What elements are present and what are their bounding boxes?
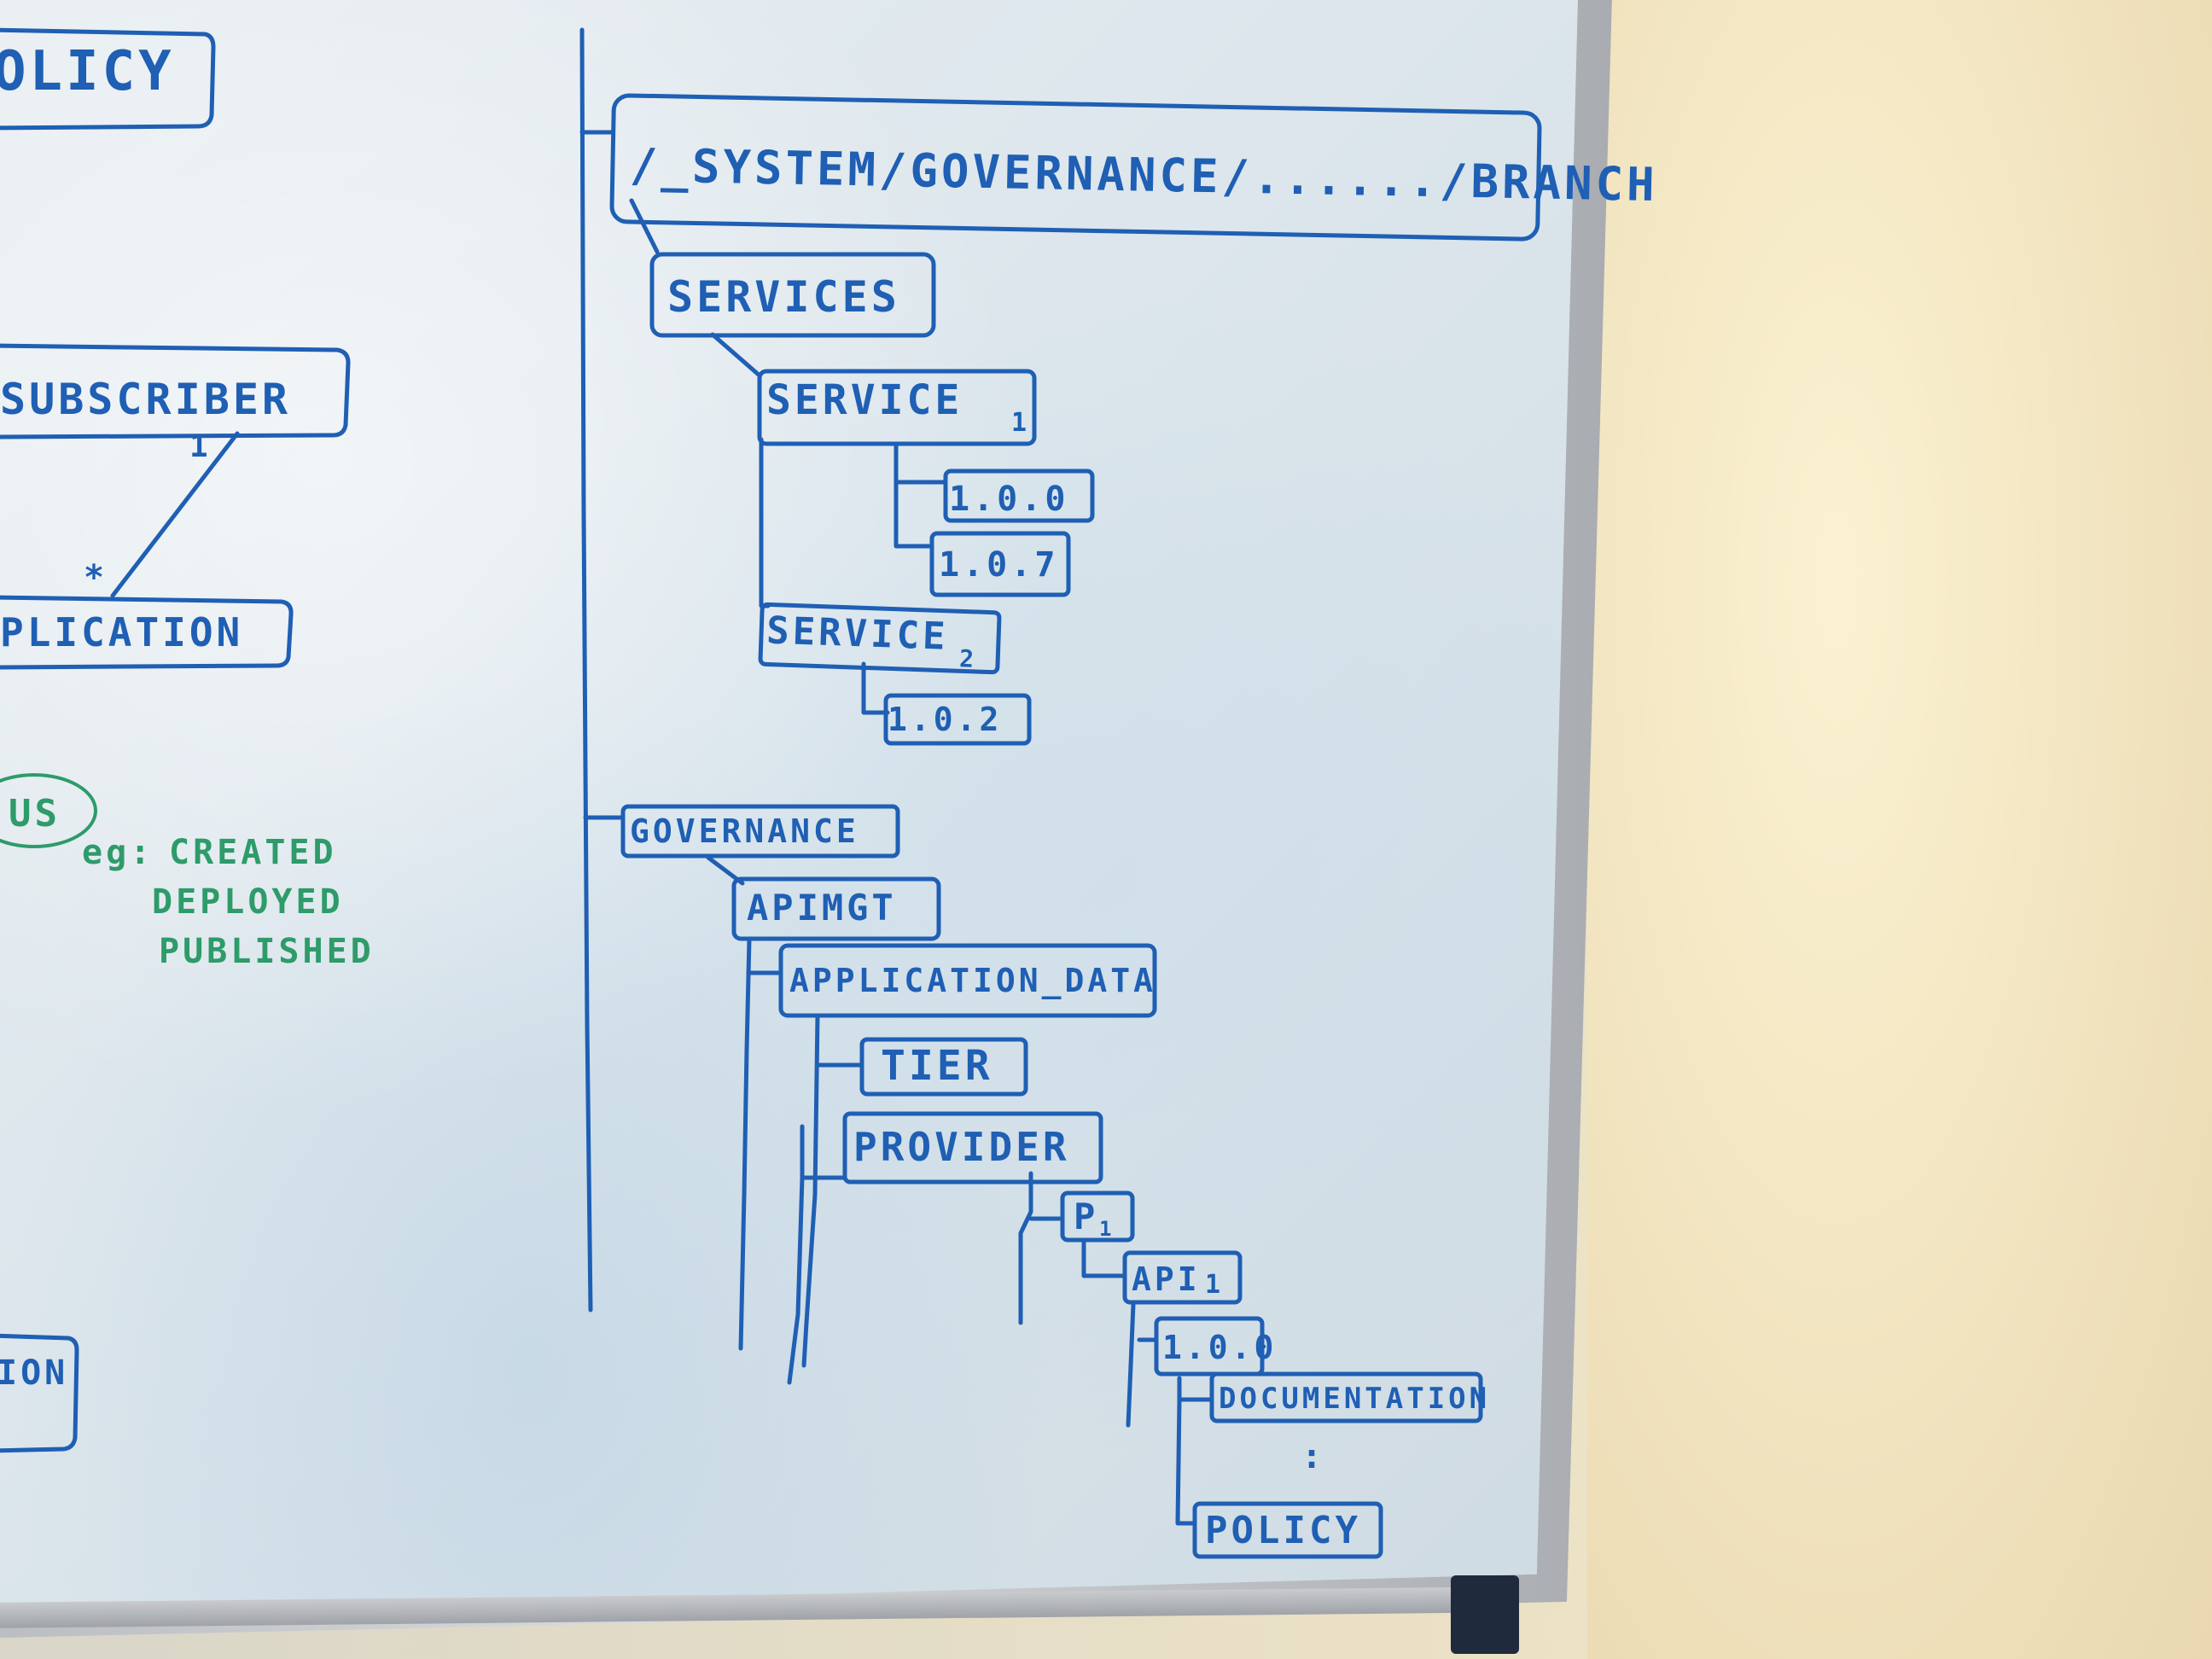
apimgt-label: APIMGT: [747, 887, 897, 928]
application-box: [0, 595, 294, 670]
service2-box: [758, 602, 1002, 675]
bottom-partial-label: ION: [0, 1353, 68, 1393]
service2-v102-box: [883, 693, 1032, 746]
api1-subscript: 1: [1205, 1270, 1224, 1300]
subscriber-label: SUBSCRIBER: [0, 375, 291, 424]
lifecycle-ellipse: [0, 773, 97, 848]
api1-trunk: [1126, 1301, 1136, 1428]
api1-box: [1122, 1250, 1243, 1305]
state-deployed: DEPLOYED: [152, 882, 344, 922]
service1-v107-label: 1.0.7: [939, 545, 1058, 585]
subscriber-box: [0, 343, 351, 439]
left-diagram: OLICY SUBSCRIBER 1 * PLICATION US eg: CR…: [0, 27, 375, 1453]
association-line: [110, 431, 240, 598]
version-to-documentation: [1177, 1376, 1214, 1402]
service1-v100-connector: [894, 441, 946, 485]
root-to-services: [629, 198, 660, 254]
policy-partial-label: OLICY: [0, 40, 175, 103]
api-version-label: 1.0.0: [1162, 1329, 1277, 1366]
policy-box: [1192, 1501, 1383, 1559]
application-data-label: APPLICATION_DATA: [789, 962, 1156, 999]
lifecycle-partial-label: US: [9, 792, 61, 835]
example-prefix: eg:: [82, 833, 154, 872]
root-path-box: [609, 93, 1542, 242]
documentation-label: DOCUMENTATION: [1219, 1382, 1490, 1416]
root-path-label: /_SYSTEM/GOVERNANCE/....../BRANCH: [629, 138, 1658, 212]
service1-subscript: 1: [1011, 408, 1030, 438]
provider-label: PROVIDER: [853, 1124, 1070, 1170]
services-box: [649, 252, 936, 338]
service1-v107-connector: [894, 480, 934, 549]
api1-label: API: [1132, 1260, 1201, 1298]
frame-corner-cap: [1451, 1575, 1519, 1654]
governance-label: GOVERNANCE: [630, 812, 859, 850]
application-data-box: [778, 943, 1157, 1018]
p1-box: [1060, 1190, 1135, 1243]
state-published: PUBLISHED: [159, 932, 375, 971]
service1-v100-label: 1.0.0: [949, 480, 1068, 519]
multiplicity-one: 1: [189, 429, 212, 464]
services-label: SERVICES: [667, 272, 900, 322]
service1-v100-box: [943, 469, 1095, 523]
ellipsis-label: :: [1301, 1437, 1325, 1476]
documentation-box: [1209, 1371, 1483, 1423]
services-to-service1: [710, 332, 762, 378]
version-to-policy: [1175, 1397, 1197, 1526]
apimgt-box: [731, 876, 941, 941]
p1-label: P: [1074, 1196, 1098, 1237]
application-partial-label: PLICATION: [0, 609, 243, 655]
multiplicity-many: *: [84, 558, 108, 597]
provider-box: [842, 1111, 1103, 1185]
registry-tree: /_SYSTEM/GOVERNANCE/....../BRANCH SERVIC…: [579, 93, 1658, 1559]
governance-box: [620, 804, 900, 859]
service1-label: SERVICE: [766, 376, 963, 424]
p1-subscript: 1: [1099, 1217, 1115, 1241]
provider-trunk: [1018, 1171, 1033, 1325]
apimgt-trunk: [738, 936, 752, 1351]
service2-v102-connector: [861, 661, 890, 715]
appdata-to-provider: [787, 1124, 847, 1385]
service2-subscript: 2: [959, 644, 978, 673]
divider-line: [579, 27, 593, 1313]
bottom-box-left: [0, 1333, 79, 1453]
appdata-trunk: [801, 1013, 820, 1368]
policy-box-left: [0, 27, 216, 131]
policy-label: POLICY: [1205, 1509, 1361, 1552]
api-version-box: [1154, 1316, 1265, 1377]
tier-label: TIER: [881, 1042, 993, 1090]
tier-box: [859, 1037, 1028, 1097]
p1-to-api1: [1081, 1239, 1127, 1278]
service-branch: [759, 437, 771, 608]
service1-box: [757, 369, 1037, 446]
state-created: CREATED: [169, 833, 337, 872]
wall: [1587, 0, 2212, 1659]
service2-label: SERVICE: [765, 608, 949, 658]
service2-v102-label: 1.0.2: [888, 701, 1002, 738]
service1-v107-box: [929, 531, 1071, 597]
